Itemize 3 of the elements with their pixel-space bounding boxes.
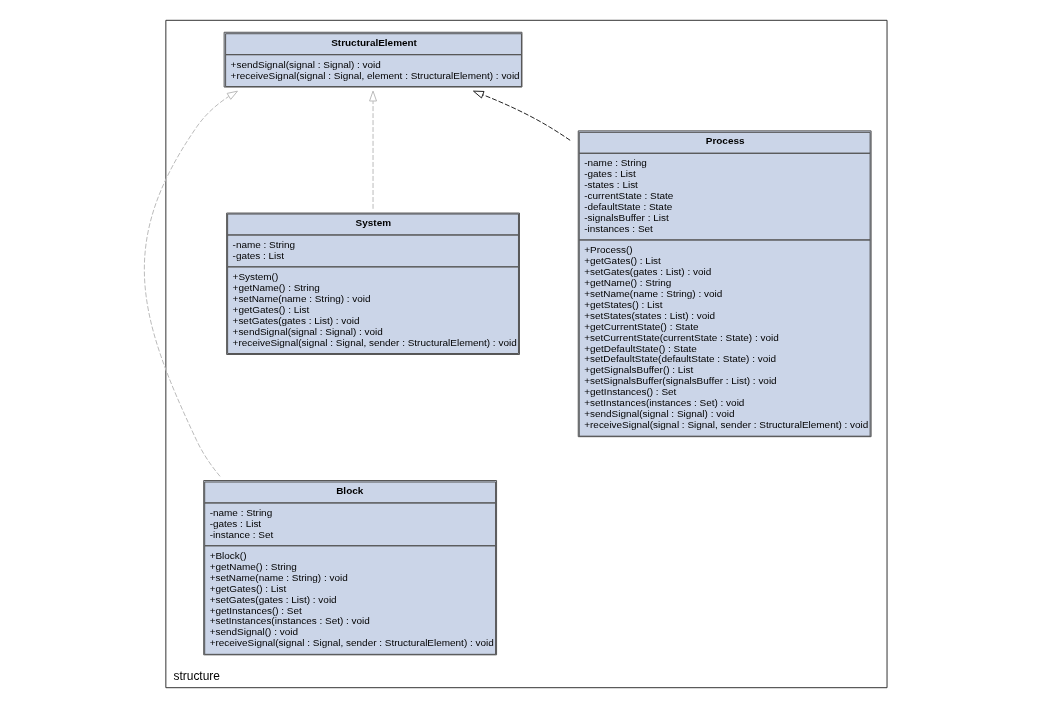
arrow	[369, 90, 378, 210]
arrow	[473, 90, 571, 141]
arrow	[144, 90, 238, 477]
